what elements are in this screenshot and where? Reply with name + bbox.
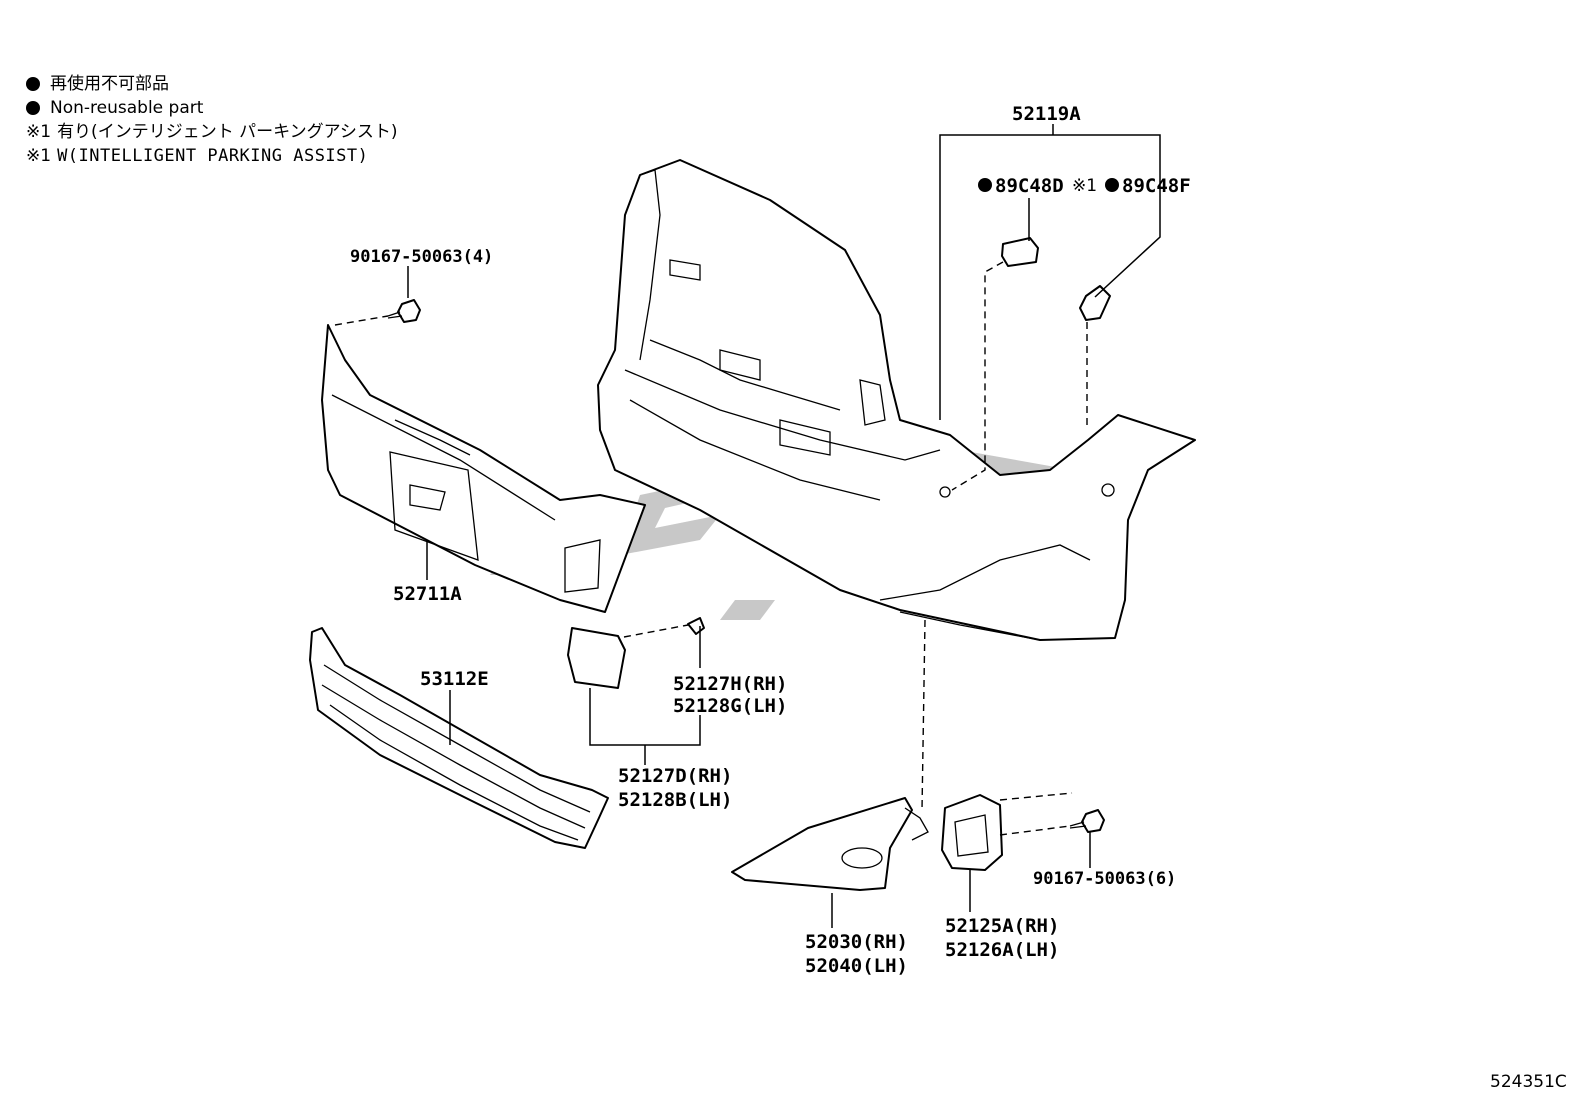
bumper-cap <box>567 627 626 689</box>
legend-row-en: Non-reusable part <box>26 96 398 120</box>
grille-outline <box>309 627 609 849</box>
non-reusable-dot-icon <box>1105 178 1119 192</box>
label-note-mark: ※1 <box>1072 176 1097 196</box>
legend-row-note-ja: ※1 有り(インテリジェント パーキングアシスト) <box>26 120 398 144</box>
bumper-cover-outline <box>597 159 1196 641</box>
legend-note-ja: 有り(インテリジェント パーキングアシスト) <box>57 122 398 142</box>
cap-clip <box>687 617 705 635</box>
screw-lower-icon <box>1069 809 1105 833</box>
lower-cover <box>321 324 646 613</box>
grille-slat <box>323 664 591 813</box>
label-screw-lower: 90167-50063(6) <box>1033 869 1176 889</box>
label-52711A: 52711A <box>393 583 462 605</box>
grille-slat <box>321 684 586 829</box>
legend-row-ja: 再使用不可部品 <box>26 72 398 96</box>
non-reusable-dot-icon <box>26 77 40 91</box>
label-52030: 52030(RH) <box>805 931 908 953</box>
sensor-clip-f <box>1079 285 1111 321</box>
fog-lamp-opening <box>841 847 883 869</box>
bumper-lower-line <box>899 611 1041 641</box>
grille <box>309 627 609 849</box>
bumper-inner-line <box>624 369 941 461</box>
note-mark: ※1 <box>26 122 52 142</box>
fog-opening <box>564 539 601 593</box>
bumper-lower-line <box>879 544 1091 601</box>
legend-note-en: W(INTELLIGENT PARKING ASSIST) <box>57 146 369 166</box>
bumper-cover <box>597 159 1196 641</box>
label-52128B: 52128B(LH) <box>618 789 732 811</box>
note-mark: ※1 <box>26 146 52 166</box>
label-screw-upper: 90167-50063(4) <box>350 247 493 267</box>
fog-lamp-cover <box>731 797 929 891</box>
sensor-hole <box>1101 483 1115 497</box>
label-52127H: 52127H(RH) <box>673 673 787 695</box>
lower-cover-rib <box>394 419 471 456</box>
non-reusable-dot-icon <box>26 101 40 115</box>
watermark-glyph <box>720 600 775 620</box>
bracket-outline <box>941 794 1003 871</box>
legend-row-note-en: ※1 W(INTELLIGENT PARKING ASSIST) <box>26 144 398 168</box>
leader-lines <box>407 124 1161 928</box>
bumper-slot <box>719 349 761 381</box>
plate-mount-hole <box>409 484 446 511</box>
legend-text-ja: 再使用不可部品 <box>50 74 169 94</box>
bumper-slot <box>669 259 701 281</box>
lower-cover-outline <box>321 324 646 613</box>
plate-mount <box>389 451 479 561</box>
label-89C48D: 89C48D <box>995 175 1064 197</box>
figure-number: 524351C <box>1490 1072 1567 1092</box>
sensor-clip-d <box>1001 237 1039 267</box>
fog-cover-outline <box>731 797 913 891</box>
bumper-slot <box>779 419 831 456</box>
label-52127D: 52127D(RH) <box>618 765 732 787</box>
sensor-hole <box>939 486 951 498</box>
part-labels: 52119A 89C48D ※1 89C48F 90167-50063(4) 5… <box>350 103 1567 1092</box>
bumper-bracket <box>859 379 886 426</box>
label-52119A: 52119A <box>1012 103 1081 125</box>
legend: 再使用不可部品 Non-reusable part ※1 有り(インテリジェント… <box>26 72 398 168</box>
bracket-opening <box>954 814 989 857</box>
label-52128G: 52128G(LH) <box>673 695 787 717</box>
bumper-inner-line <box>649 339 841 411</box>
bumper-edge-line <box>639 169 661 361</box>
fog-bracket <box>941 794 1003 871</box>
legend-text-en: Non-reusable part <box>50 98 204 118</box>
fog-cover-tab <box>904 807 929 841</box>
label-53112E: 53112E <box>420 668 489 690</box>
bumper-inner-line <box>629 399 881 501</box>
non-reusable-dot-icon <box>978 178 992 192</box>
screw-upper-icon <box>387 299 421 323</box>
assembly-lines <box>334 261 1088 836</box>
label-52125A: 52125A(RH) <box>945 915 1059 937</box>
label-52126A: 52126A(LH) <box>945 939 1059 961</box>
lower-cover-edge <box>331 394 556 521</box>
label-89C48F: 89C48F <box>1122 175 1191 197</box>
grille-slat <box>329 704 579 841</box>
label-52040: 52040(LH) <box>805 955 908 977</box>
